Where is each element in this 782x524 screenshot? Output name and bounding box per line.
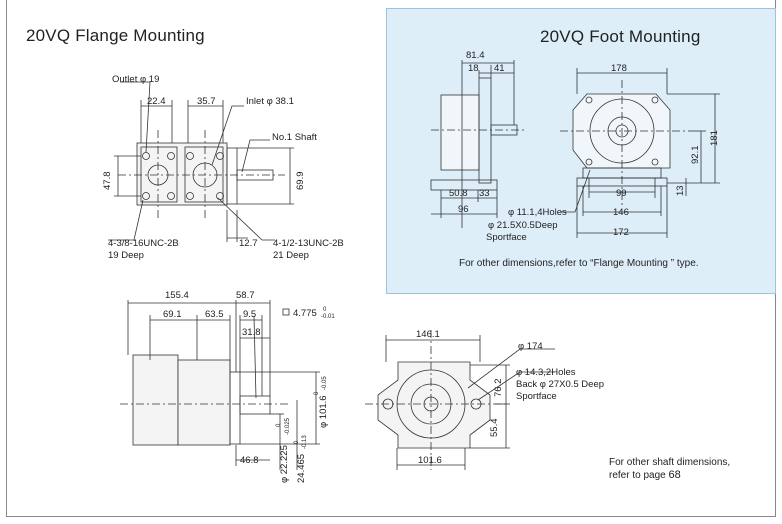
dim-92-1: 92.1 xyxy=(690,146,701,165)
dim-9-5: 9.5 xyxy=(243,309,256,320)
dim-172: 172 xyxy=(613,227,629,238)
foot-note: For other dimensions,refer to “Flange Mo… xyxy=(459,258,699,269)
sheet-border-left xyxy=(6,0,7,517)
shaft-label: No.1 Shaft xyxy=(272,132,317,143)
bolt-depth-2: 21 Deep xyxy=(273,250,309,261)
foot-side-view xyxy=(430,60,525,228)
foot-mounting-title: 20VQ Foot Mounting xyxy=(540,27,701,46)
dim-155-4: 155.4 xyxy=(165,290,189,301)
shaft-tol-lower: -0.025 xyxy=(285,417,291,435)
dim-101-6-pilot: φ 101.6 xyxy=(318,395,329,428)
outlet-label: Outlet φ 19 xyxy=(112,74,159,85)
dim-81-4: 81.4 xyxy=(466,50,485,61)
dim-58-7: 58.7 xyxy=(236,290,255,301)
shaft-note-line2: refer to page 68 xyxy=(609,469,730,482)
flange-diameter-174: φ 174 xyxy=(518,341,543,352)
dim-47-8: 47.8 xyxy=(102,172,113,191)
dim-35-7: 35.7 xyxy=(197,96,216,107)
holes-label: φ 11.1,4Holes xyxy=(508,207,567,218)
dim-181: 181 xyxy=(709,130,720,146)
dim-96: 96 xyxy=(458,204,469,215)
dim-12-7: 12.7 xyxy=(239,238,258,249)
back-spotface-spec: Back φ 27X0.5 Deep xyxy=(516,379,604,390)
shaft-tol-upper: 0 xyxy=(276,423,282,427)
holes-spec: φ 14.3,2Holes xyxy=(516,367,576,378)
key-tol-upper: 0 xyxy=(323,307,327,313)
bolt-depth-1: 19 Deep xyxy=(108,250,144,261)
dim-55-4: 55.4 xyxy=(489,419,500,438)
pilot-tol-lower: -0.05 xyxy=(322,376,328,390)
deep-label: φ 21.5X0.5Deep xyxy=(488,220,558,231)
dim-69-9: 69.9 xyxy=(295,172,306,191)
pilot-tol-upper: 0 xyxy=(314,391,320,395)
shaft-note: For other shaft dimensions, refer to pag… xyxy=(609,456,730,482)
dim-76-2: 76.2 xyxy=(493,379,504,398)
inlet-label: Inlet φ 38.1 xyxy=(246,96,294,107)
dim-99: 99 xyxy=(616,188,627,199)
dim-69-1: 69.1 xyxy=(163,309,182,320)
pump-front-view xyxy=(365,330,555,470)
pump-side-view xyxy=(120,300,320,470)
shaft-diameter: φ 22.225 xyxy=(279,445,290,483)
dim-101-6-front: 101.6 xyxy=(418,455,442,466)
spotface-label: Sportface xyxy=(486,232,527,243)
dim-50-8: 50.8 xyxy=(449,188,468,199)
foot-front-view xyxy=(560,68,720,238)
dim-41: 41 xyxy=(494,63,505,74)
bolt-spec-2: 4-1/2-13UNC-2B xyxy=(273,238,344,249)
dim-146-1: 146.1 xyxy=(416,329,440,340)
dim-31-8: 31.8 xyxy=(242,327,261,338)
dim-63-5: 63.5 xyxy=(205,309,224,320)
spotface-label-front: Sportface xyxy=(516,391,557,402)
key-tol-lower: -0.01 xyxy=(321,314,335,320)
flange-mounting-title: 20VQ Flange Mounting xyxy=(26,26,205,45)
dim-13: 13 xyxy=(675,185,686,196)
key-width: 4.775 xyxy=(293,308,317,319)
shaft-note-line1: For other shaft dimensions, xyxy=(609,457,731,468)
dim-178: 178 xyxy=(611,63,627,74)
dim-33: 33 xyxy=(479,188,490,199)
dim-18: 18 xyxy=(468,63,479,74)
shaft-note-refer: refer to page xyxy=(609,470,666,481)
shaft-note-page-link[interactable]: 68 xyxy=(668,469,681,481)
bolt-spec-1: 4-3/8-16UNC-2B xyxy=(108,238,179,249)
dim-24-465-tol-upper: 0 xyxy=(294,440,300,444)
flange-top-view xyxy=(108,81,294,242)
dim-46-8: 46.8 xyxy=(240,455,259,466)
dim-146: 146 xyxy=(613,207,629,218)
dim-22-4: 22.4 xyxy=(147,96,166,107)
dim-24-465: 24.465 xyxy=(296,454,307,483)
sheet-border-bottom xyxy=(6,516,776,517)
dim-24-465-tol-lower: -0.13 xyxy=(302,435,308,449)
